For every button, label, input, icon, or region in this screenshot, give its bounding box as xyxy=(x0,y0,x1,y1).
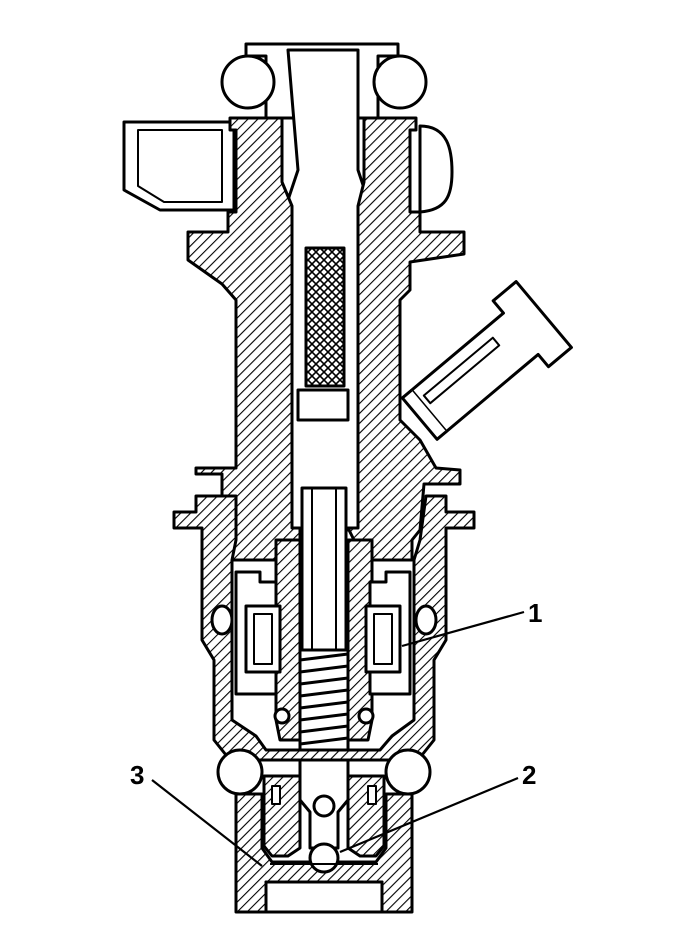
seal-right xyxy=(414,604,438,636)
armature-tube xyxy=(300,486,348,652)
valve-ball xyxy=(308,842,340,874)
coil-core-end xyxy=(296,388,350,422)
lower-housing xyxy=(172,494,476,762)
housing-left-wall xyxy=(186,116,302,562)
callout-label-1: 1 xyxy=(528,598,542,628)
lower-o-ring-right xyxy=(384,748,432,796)
valve-guide xyxy=(262,774,302,858)
callout-leader-1 xyxy=(401,610,525,648)
return-spring xyxy=(298,648,350,752)
retainer-clip xyxy=(122,120,236,212)
upper-o-ring-right xyxy=(372,54,428,110)
lower-o-ring-left xyxy=(216,748,264,796)
callout-leader-3 xyxy=(151,779,263,867)
upper-o-ring-left xyxy=(220,54,276,110)
retainer-clip-right xyxy=(418,124,454,214)
callout-leader-2 xyxy=(339,776,519,854)
housing-right-wall xyxy=(346,116,466,562)
valve-ball-upper xyxy=(312,794,336,818)
solenoid-coil xyxy=(304,246,346,388)
electrical-connector xyxy=(400,280,573,441)
seal-left xyxy=(210,604,234,636)
callout-label-2: 2 xyxy=(522,760,536,790)
callout-label-3: 3 xyxy=(130,760,144,790)
